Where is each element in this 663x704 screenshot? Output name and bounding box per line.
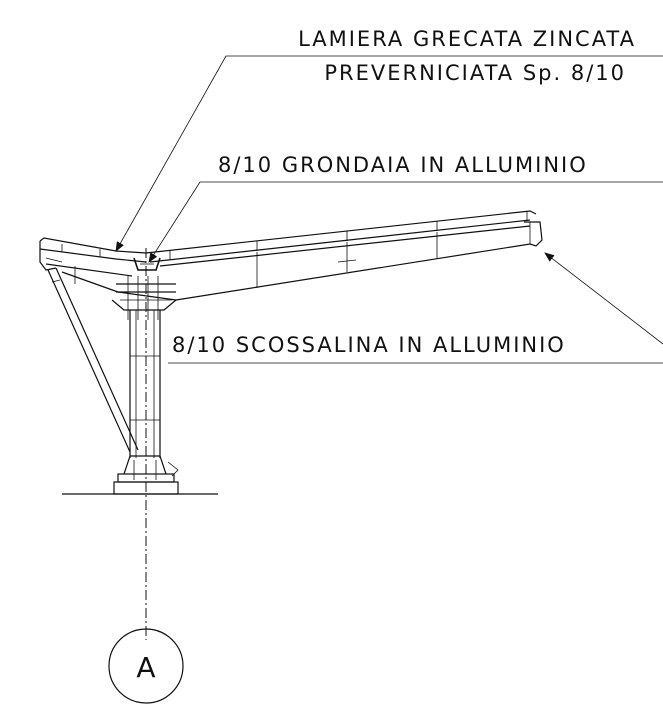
- roof-sheet-leader: [115, 55, 227, 252]
- grid-axis-bubble: [108, 628, 184, 704]
- knee-brace: [47, 267, 139, 453]
- grid-axis-label: A: [136, 651, 155, 684]
- column-connection: [111, 276, 177, 320]
- flashing-leader: [544, 252, 663, 345]
- flashing-label: 8/10 SCOSSALINA IN ALLUMINIO: [172, 333, 566, 357]
- gutter-leader: [148, 181, 201, 263]
- roof-sheeting: [39, 210, 537, 263]
- steel-column: [129, 310, 161, 458]
- left-eave-flashing: [39, 241, 63, 271]
- roof-sheet-label-line1: LAMIERA GRECATA ZINCATA: [298, 27, 636, 51]
- gutter-label: 8/10 GRONDAIA IN ALLUMINIO: [218, 153, 588, 177]
- leader-lines: [115, 55, 663, 364]
- valley-gutter: [133, 257, 161, 271]
- roof-sheet-label-line2: PREVERNICIATA Sp. 8/10: [324, 61, 626, 85]
- eave-flashing: [524, 221, 543, 247]
